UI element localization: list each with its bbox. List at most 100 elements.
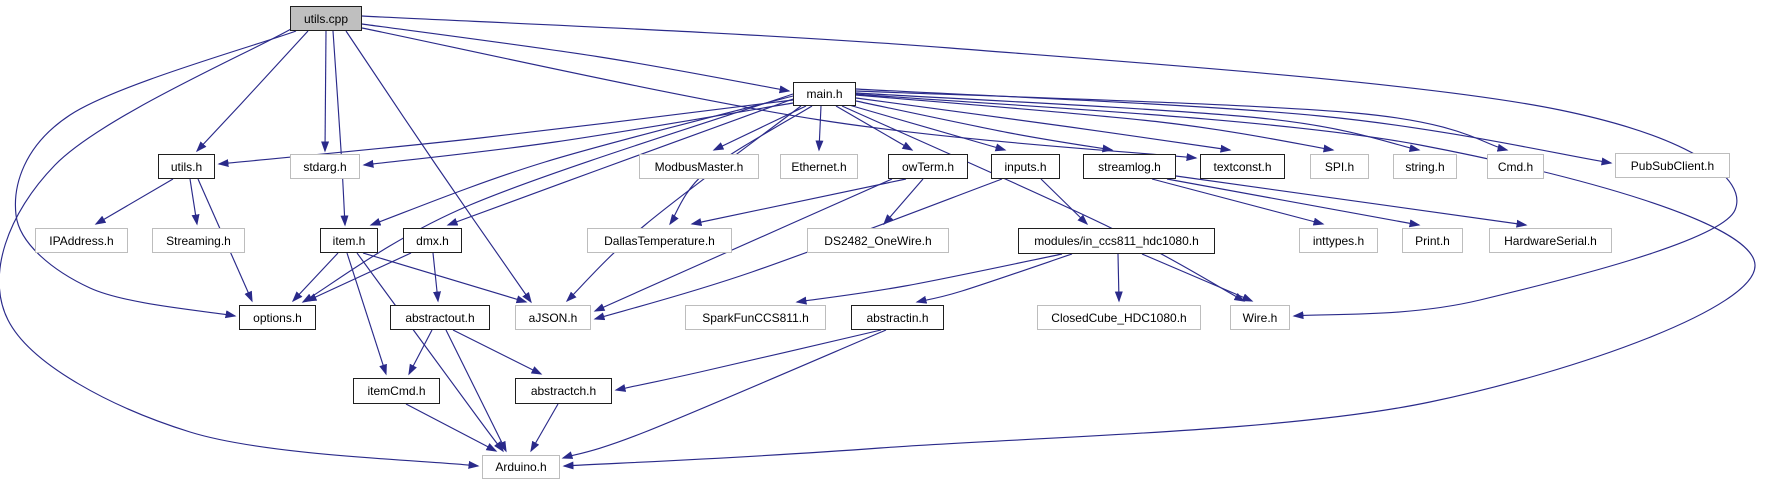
node-label: SparkFunCCS811.h: [702, 310, 809, 325]
node-IPAddress_h: IPAddress.h: [35, 228, 128, 253]
node-label: ClosedCube_HDC1080.h: [1051, 310, 1187, 325]
node-Ethernet_h: Ethernet.h: [780, 154, 858, 179]
edge-dmx_h-to-options_h: [305, 252, 412, 302]
edge-utils_cpp-to-utils_h: [195, 30, 309, 153]
node-main_h[interactable]: main.h: [793, 82, 856, 106]
node-utils_cpp: utils.cpp: [290, 6, 362, 31]
node-HardwareSerial_h: HardwareSerial.h: [1489, 228, 1612, 253]
node-label: ModbusMaster.h: [654, 159, 744, 174]
node-ClosedCube_HDC1080_h: ClosedCube_HDC1080.h: [1037, 305, 1201, 330]
node-label: SPI.h: [1324, 159, 1355, 174]
edge-main_h-to-owTerm_h: [835, 105, 914, 151]
edge-dmx_h-to-abstractout_h: [432, 252, 441, 303]
edge-owTerm_h-to-aJSON_h: [593, 178, 893, 312]
node-label: Cmd.h: [1497, 159, 1534, 174]
edge-inputs_h-to-in_ccs811_hdc1080_h: [1040, 178, 1089, 226]
edge-abstractout_h-to-Arduino_h: [445, 329, 507, 453]
node-owTerm_h[interactable]: owTerm.h: [888, 154, 968, 179]
edge-in_ccs811_hdc1080_h-to-abstractin_h: [915, 253, 1073, 304]
node-streamlog_h[interactable]: streamlog.h: [1083, 154, 1176, 179]
edge-abstractout_h-to-itemCmd_h: [408, 329, 433, 376]
node-SparkFunCCS811_h: SparkFunCCS811.h: [685, 305, 826, 330]
node-label: utils.h: [170, 159, 203, 174]
edge-owTerm_h-to-DS2482_OneWire_h: [883, 178, 924, 226]
node-dmx_h[interactable]: dmx.h: [403, 228, 462, 253]
edge-main_h-to-Arduino_h: [562, 93, 1756, 470]
edge-utils_cpp-to-aJSON_h: [345, 30, 532, 304]
edge-main_h-to-aJSON_h: [565, 105, 802, 303]
node-itemCmd_h[interactable]: itemCmd.h: [353, 378, 440, 404]
node-PubSubClient_h: PubSubClient.h: [1615, 153, 1730, 178]
node-label: inputs.h: [1004, 159, 1047, 174]
node-label: main.h: [806, 87, 843, 101]
edge-streamlog_h-to-HardwareSerial_h: [1175, 175, 1528, 228]
node-inputs_h[interactable]: inputs.h: [991, 154, 1060, 179]
edge-utils_cpp-to-options_h: [14, 30, 297, 319]
node-abstractin_h[interactable]: abstractin.h: [851, 305, 944, 330]
node-label: streamlog.h: [1098, 159, 1161, 174]
node-Arduino_h: Arduino.h: [482, 455, 560, 479]
node-string_h: string.h: [1393, 154, 1457, 179]
node-inttypes_h: inttypes.h: [1299, 228, 1378, 253]
node-label: inttypes.h: [1312, 233, 1365, 248]
edge-itemCmd_h-to-Arduino_h: [405, 403, 498, 452]
node-label: Arduino.h: [495, 460, 547, 474]
edge-main_h-to-utils_h: [217, 99, 794, 168]
edge-inputs_h-to-aJSON_h: [593, 178, 1003, 321]
node-label: dmx.h: [416, 233, 449, 248]
edge-utils_cpp-to-stdarg_h: [321, 30, 330, 153]
node-label: abstractout.h: [405, 310, 475, 325]
node-label: Ethernet.h: [791, 159, 847, 174]
node-label: Print.h: [1415, 233, 1450, 248]
node-label: Wire.h: [1242, 310, 1278, 325]
edge-main_h-to-item_h: [369, 95, 794, 226]
node-label: utils.cpp: [303, 11, 349, 26]
node-label: abstractch.h: [530, 384, 597, 398]
node-label: modules/in_ccs811_hdc1080.h: [1034, 234, 1199, 248]
node-item_h[interactable]: item.h: [320, 228, 378, 253]
node-abstractout_h[interactable]: abstractout.h: [390, 305, 490, 330]
node-utils_h[interactable]: utils.h: [158, 154, 215, 179]
edge-main_h-to-textconst_h: [855, 97, 1232, 153]
edge-in_ccs811_hdc1080_h-to-SparkFunCCS811_h: [795, 253, 1063, 305]
edge-main_h-to-string_h: [855, 92, 1421, 153]
node-aJSON_h: aJSON.h: [515, 305, 591, 330]
node-Streaming_h: Streaming.h: [152, 228, 245, 253]
edge-abstractin_h-to-abstractch_h: [614, 329, 882, 392]
node-label: HardwareSerial.h: [1504, 233, 1597, 248]
node-ModbusMaster_h: ModbusMaster.h: [639, 154, 759, 179]
edge-item_h-to-options_h: [291, 252, 339, 303]
edge-utils_cpp-to-main_h: [361, 23, 791, 94]
edge-utils_h-to-IPAddress_h: [94, 178, 174, 225]
edge-main_h-to-SPI_h: [855, 94, 1335, 153]
node-label: owTerm.h: [901, 159, 954, 174]
node-label: Streaming.h: [166, 233, 231, 248]
edge-streamlog_h-to-inttypes_h: [1151, 178, 1325, 226]
node-Cmd_h: Cmd.h: [1487, 154, 1544, 179]
node-abstractch_h[interactable]: abstractch.h: [515, 378, 612, 404]
node-label: aJSON.h: [528, 310, 578, 325]
edge-in_ccs811_hdc1080_h-to-ClosedCube_HDC1080_h: [1114, 253, 1123, 303]
node-label: itemCmd.h: [367, 384, 426, 398]
node-DallasTemperature_h: DallasTemperature.h: [587, 228, 732, 253]
node-label: string.h: [1405, 159, 1445, 174]
node-stdarg_h: stdarg.h: [290, 154, 360, 179]
edge-main_h-to-PubSubClient_h: [855, 88, 1613, 166]
node-label: DS2482_OneWire.h: [824, 233, 932, 248]
edge-utils_cpp-to-Wire_h: [361, 15, 1738, 320]
edge-item_h-to-itemCmd_h: [346, 252, 387, 376]
node-options_h[interactable]: options.h: [239, 305, 316, 330]
edge-item_h-to-aJSON_h: [362, 252, 528, 304]
node-label: PubSubClient.h: [1630, 158, 1715, 173]
node-textconst_h[interactable]: textconst.h: [1200, 154, 1285, 179]
node-label: textconst.h: [1213, 159, 1272, 174]
edge-streamlog_h-to-Print_h: [1166, 178, 1421, 228]
node-label: item.h: [332, 233, 366, 248]
node-DS2482_OneWire_h: DS2482_OneWire.h: [807, 228, 949, 253]
node-label: IPAddress.h: [49, 233, 114, 248]
node-Wire_h: Wire.h: [1230, 305, 1290, 330]
edge-main_h-to-Ethernet_h: [815, 105, 824, 152]
node-in_ccs811_hdc1080_h[interactable]: modules/in_ccs811_hdc1080.h: [1018, 228, 1215, 254]
node-SPI_h: SPI.h: [1310, 154, 1369, 179]
